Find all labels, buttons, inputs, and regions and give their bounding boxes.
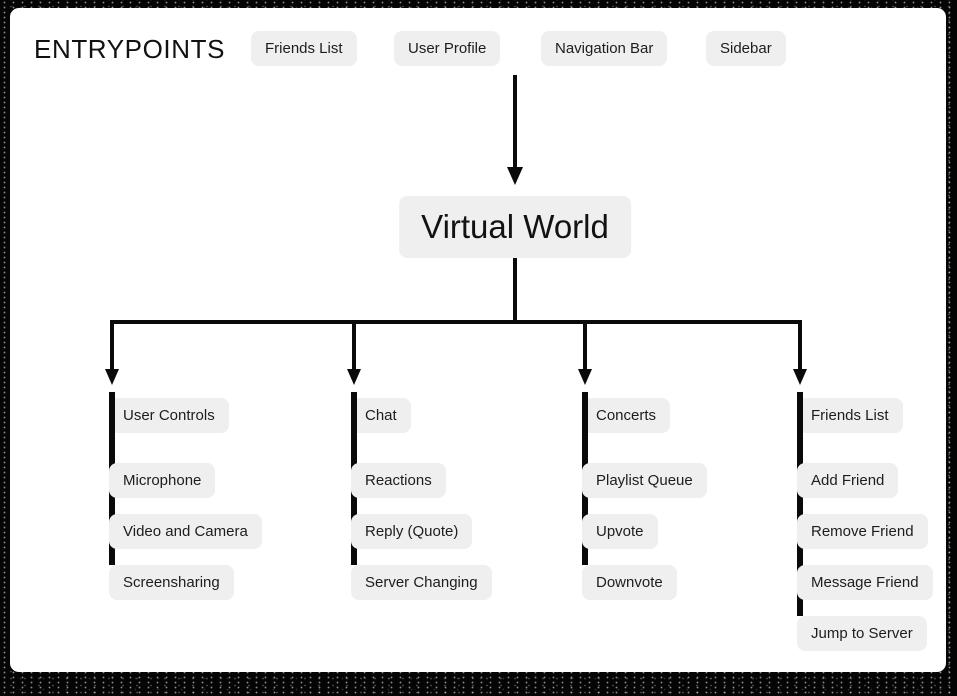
root-node-virtual-world[interactable]: Virtual World [399,196,631,258]
arrowhead-down-icon [347,369,361,385]
node-add-friend[interactable]: Add Friend [797,463,899,498]
arrowhead-down-icon [507,167,523,185]
connector-horizontal [110,320,802,324]
node-friends-list[interactable]: Friends List [797,398,903,433]
node-remove-friend[interactable]: Remove Friend [797,514,928,549]
node-user-controls[interactable]: User Controls [109,398,229,433]
connector-branch-4 [798,320,802,369]
column-chat: Chat Reactions Reply (Quote) Server Chan… [351,392,492,616]
column-friends-list: Friends List Add Friend Remove Friend Me… [797,392,933,667]
node-reply-quote[interactable]: Reply (Quote) [351,514,473,549]
entry-chip-sidebar[interactable]: Sidebar [706,31,786,66]
node-server-changing[interactable]: Server Changing [351,565,492,600]
node-message-friend[interactable]: Message Friend [797,565,933,600]
column-spine [797,392,803,616]
node-chat[interactable]: Chat [351,398,411,433]
page-title: ENTRYPOINTS [34,34,226,64]
node-microphone[interactable]: Microphone [109,463,216,498]
connector-top-trunk [513,75,517,168]
node-jump-to-server[interactable]: Jump to Server [797,616,927,651]
node-video-and-camera[interactable]: Video and Camera [109,514,262,549]
canvas-card [10,8,946,672]
node-upvote[interactable]: Upvote [582,514,658,549]
entry-chip-user-profile[interactable]: User Profile [394,31,501,66]
node-screensharing[interactable]: Screensharing [109,565,234,600]
node-reactions[interactable]: Reactions [351,463,446,498]
connector-branch-2 [352,320,356,369]
column-user-controls: User Controls Microphone Video and Camer… [109,392,262,616]
connector-branch-1 [110,320,114,369]
column-concerts: Concerts Playlist Queue Upvote Downvote [582,392,707,616]
node-playlist-queue[interactable]: Playlist Queue [582,463,707,498]
connector-branch-3 [583,320,587,369]
entry-chip-navigation-bar[interactable]: Navigation Bar [541,31,668,66]
node-downvote[interactable]: Downvote [582,565,677,600]
entry-chip-friends-list[interactable]: Friends List [251,31,357,66]
connector-root-trunk [513,258,517,322]
arrowhead-down-icon [105,369,119,385]
arrowhead-down-icon [793,369,807,385]
arrowhead-down-icon [578,369,592,385]
node-concerts[interactable]: Concerts [582,398,671,433]
